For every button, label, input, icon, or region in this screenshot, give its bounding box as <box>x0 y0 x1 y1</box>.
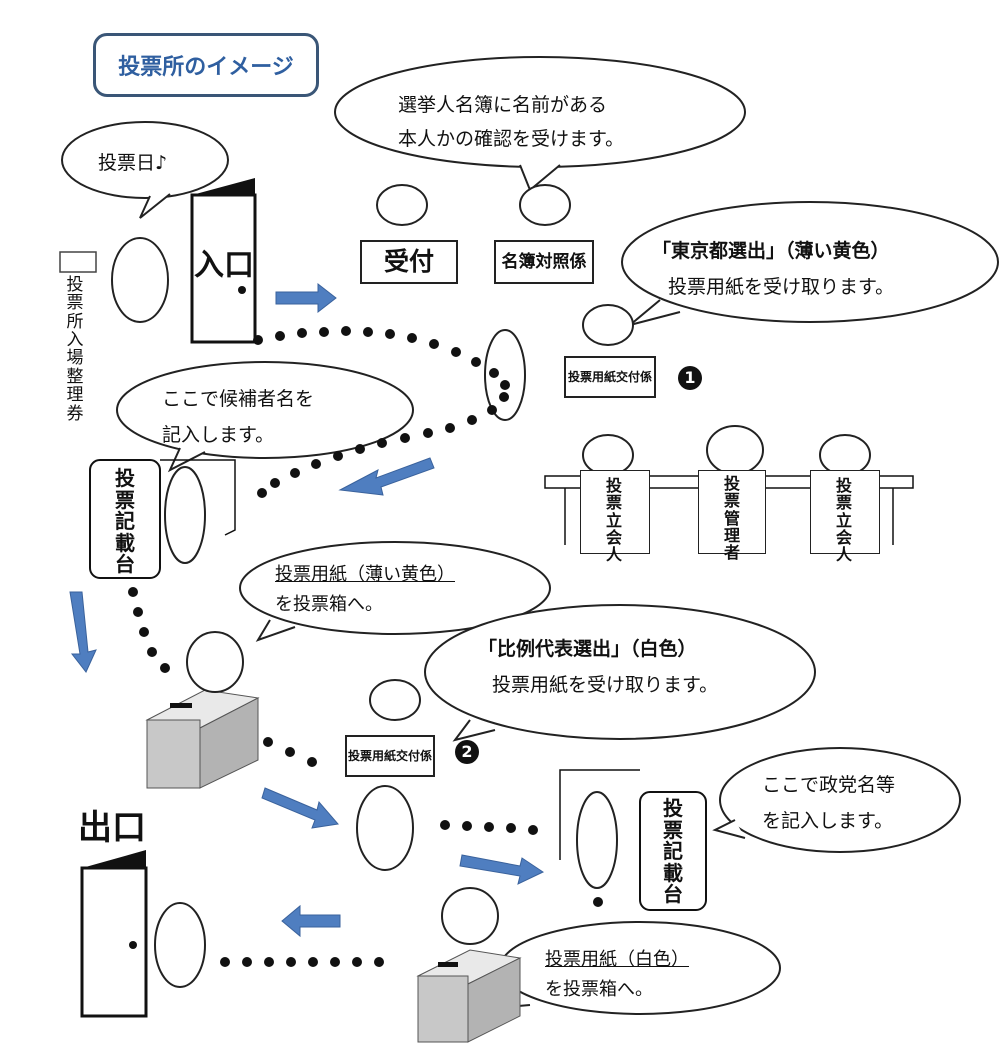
booth-2-outline <box>639 791 707 911</box>
witness-right-sash: 投票立会人 <box>810 470 880 563</box>
booth-2-label: 投票記載台 <box>663 796 683 907</box>
bubble-voting-day-tail <box>139 193 171 219</box>
party-text-line2: を記入します。 <box>762 810 894 832</box>
booth-1-wall <box>160 459 236 536</box>
white-box-text-line1: 投票用紙（白色） <box>545 949 689 970</box>
pr-line2: 投票用紙を受け取ります。 <box>492 674 719 696</box>
witness-left-label: 投票立会人 <box>605 476 622 565</box>
ballot-box-1 <box>145 689 260 789</box>
roster-text-line1: 選挙人名簿に名前がある <box>398 94 608 116</box>
ballot-issuer-desk-2: 投票用紙交付係 <box>345 735 435 777</box>
bubble-party <box>719 747 961 853</box>
bubble-tokyo <box>621 201 999 323</box>
step-number-1: 1 <box>678 366 702 390</box>
step-number-2: 2 <box>455 740 479 764</box>
witness-right-label: 投票立会人 <box>835 476 852 565</box>
yellow-box-text-line2: を投票箱へ。 <box>275 594 383 615</box>
booth-2-wall <box>559 769 640 860</box>
pr-heading: 「比例代表選出」（白色） <box>478 638 697 660</box>
roster-text-line2: 本人かの確認を受けます。 <box>398 128 625 150</box>
bubble-candidate <box>116 361 414 459</box>
entrance-door <box>190 178 257 344</box>
witness-left-sash: 投票立会人 <box>580 470 650 563</box>
exit-label: 出口 <box>78 808 146 848</box>
ballot-box-2 <box>416 949 522 1043</box>
dotted-path <box>128 326 603 967</box>
manager-sash: 投票管理者 <box>698 470 766 561</box>
party-text-line1: ここで政党名等 <box>762 774 896 796</box>
page-title: 投票所のイメージ <box>93 33 319 97</box>
candidate-text-line2: 記入します。 <box>162 424 275 446</box>
ballot-issuer-desk-1: 投票用紙交付係 <box>564 356 656 398</box>
entrance-label: 入口 <box>194 248 254 283</box>
roster-check-desk: 名簿対照係 <box>494 240 594 284</box>
bubble-pr-tail <box>452 719 496 742</box>
tokyo-heading: 「東京都選出」（薄い黄色） <box>652 240 890 262</box>
bubble-yellow-box-tail <box>255 619 296 642</box>
ticket-card <box>59 251 97 273</box>
manager-label: 投票管理者 <box>723 474 740 563</box>
booth-1-outline <box>89 459 161 579</box>
ticket-label: 投票所入場整理券 <box>66 275 84 424</box>
bubble-candidate-tail <box>167 447 206 473</box>
yellow-box-text-line1: 投票用紙（薄い黄色） <box>275 564 455 585</box>
reception-desk: 受付 <box>360 240 458 284</box>
flow-arrows <box>69 282 545 938</box>
exit-door <box>80 850 148 1018</box>
candidate-text-line1: ここで候補者名を <box>162 388 315 410</box>
booth-1-label: 投票記載台 <box>115 466 135 577</box>
bubble-yellow-box <box>239 541 551 635</box>
bubble-pr <box>424 604 816 740</box>
mascot-figures <box>111 184 871 988</box>
tokyo-line2: 投票用紙を受け取ります。 <box>668 276 895 298</box>
bubble-party-tail <box>712 819 746 839</box>
voting-day-text: 投票日♪ <box>98 152 168 174</box>
white-box-text-line2: を投票箱へ。 <box>545 979 653 1000</box>
bubble-voting-day <box>61 121 229 199</box>
